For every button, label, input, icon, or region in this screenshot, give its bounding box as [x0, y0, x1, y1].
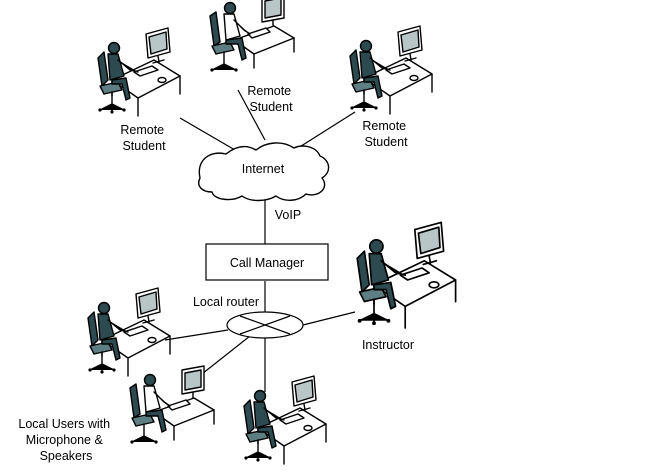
workstation-icon: [209, 0, 295, 73]
local-user-bottom-left: [129, 365, 215, 445]
link-router-instructor: [302, 311, 356, 326]
cloud-icon: [198, 142, 330, 202]
internet-label: Internet: [242, 162, 285, 176]
router-icon: [226, 311, 304, 339]
local-router-node: Local router: [193, 295, 304, 339]
remote-student-top: Remote Student: [209, 0, 295, 114]
workstation-icon: [349, 25, 433, 115]
local-user-left: [87, 287, 171, 377]
local-router-label: Local router: [193, 295, 259, 309]
local-user-bottom: [243, 375, 327, 465]
remote-student-left: Remote Student: [97, 27, 181, 153]
remote-student-right-label: Remote Student: [362, 119, 409, 149]
remote-student-top-label: Remote Student: [247, 84, 294, 114]
workstation-icon: [87, 287, 171, 377]
internet-cloud: Internet: [198, 142, 330, 202]
call-manager-box: [205, 243, 329, 281]
link-remote-top-internet: [237, 89, 266, 141]
workstation-icon: [243, 375, 327, 465]
workstation-icon: [129, 365, 215, 445]
call-manager-label: Call Manager: [230, 256, 304, 270]
link-router-local-left: [164, 329, 229, 341]
remote-student-left-label: Remote Student: [120, 123, 167, 153]
link-remote-left-internet: [179, 117, 236, 151]
voip-label: VoIP: [275, 208, 301, 222]
call-manager-node: Call Manager: [205, 243, 329, 281]
instructor-label: Instructor: [362, 338, 414, 352]
connections: [164, 89, 356, 392]
remote-student-right: Remote Student: [349, 25, 433, 149]
link-remote-right-internet: [297, 111, 356, 149]
workstation-icon: [97, 27, 181, 117]
local-users-label: Local Users with Microphone & Speakers: [18, 417, 113, 463]
workstation-icon: [356, 221, 457, 329]
instructor: Instructor: [356, 221, 457, 352]
